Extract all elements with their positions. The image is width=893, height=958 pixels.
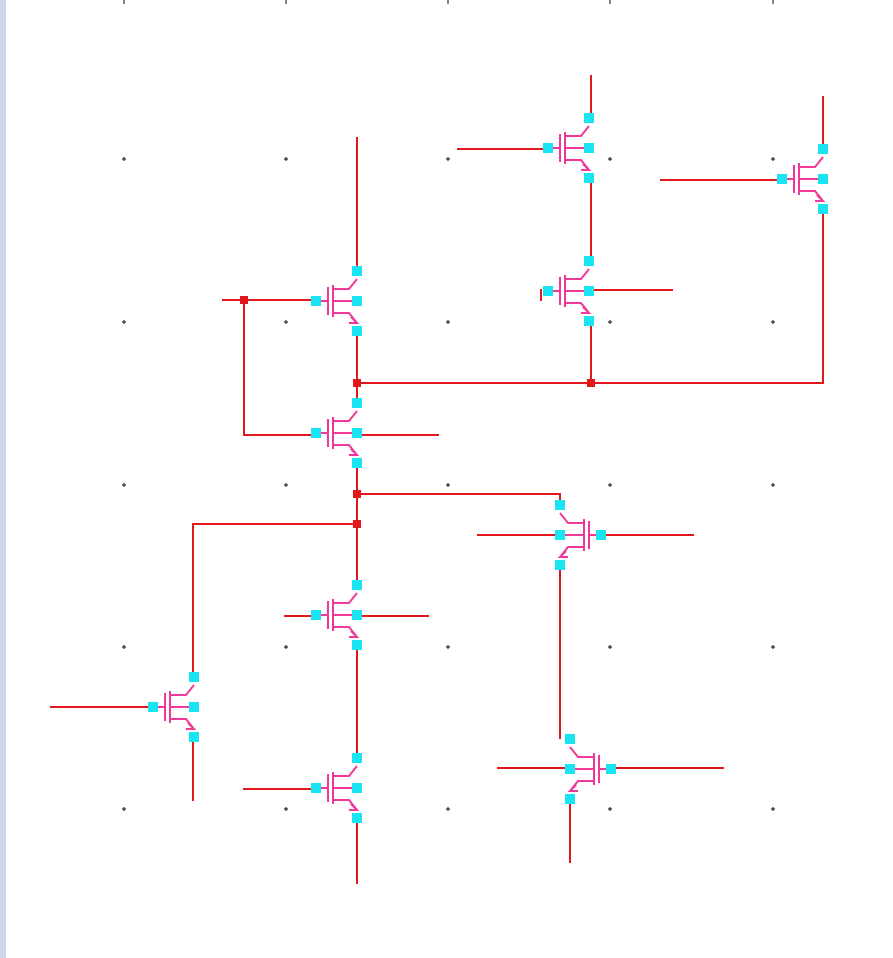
terminal-pin[interactable] xyxy=(777,174,787,184)
grid-dot xyxy=(446,807,450,811)
grid-dot xyxy=(771,483,775,487)
terminal-pin[interactable] xyxy=(818,174,828,184)
grid-dot xyxy=(771,645,775,649)
junction-dot xyxy=(353,520,361,528)
mosfet[interactable] xyxy=(311,398,362,468)
terminal-pin[interactable] xyxy=(148,702,158,712)
mosfet-symbol xyxy=(548,125,592,171)
mosfet[interactable] xyxy=(311,753,362,823)
mosfet[interactable] xyxy=(148,672,199,742)
grid-dots xyxy=(122,0,775,811)
mosfet-symbol xyxy=(548,268,592,314)
junction-dot xyxy=(353,490,361,498)
grid-dot xyxy=(122,483,126,487)
mosfet[interactable] xyxy=(311,266,362,336)
terminal-pin[interactable] xyxy=(596,530,606,540)
mosfet[interactable] xyxy=(311,580,362,650)
terminal-pin[interactable] xyxy=(352,398,362,408)
terminal-pin[interactable] xyxy=(311,610,321,620)
grid-dot xyxy=(771,320,775,324)
grid-dot xyxy=(771,807,775,811)
mosfet[interactable] xyxy=(543,113,594,183)
terminal-pin[interactable] xyxy=(606,764,616,774)
mosfet-symbol xyxy=(316,765,360,811)
mosfet-symbol xyxy=(567,746,611,792)
grid-dot xyxy=(284,320,288,324)
terminal-pin[interactable] xyxy=(584,256,594,266)
grid-dot xyxy=(284,807,288,811)
terminal-pin[interactable] xyxy=(352,326,362,336)
terminal-pin[interactable] xyxy=(555,530,565,540)
mosfet-symbol xyxy=(316,278,360,324)
terminal-pin[interactable] xyxy=(311,783,321,793)
grid-dot xyxy=(284,645,288,649)
mosfet-symbol xyxy=(153,684,197,730)
terminal-pin[interactable] xyxy=(565,764,575,774)
mosfet[interactable] xyxy=(555,500,606,570)
terminal-pin[interactable] xyxy=(555,500,565,510)
terminal-pin[interactable] xyxy=(189,732,199,742)
transistors[interactable] xyxy=(148,113,828,823)
terminal-pin[interactable] xyxy=(352,783,362,793)
terminal-pin[interactable] xyxy=(311,428,321,438)
terminal-pin[interactable] xyxy=(584,143,594,153)
terminal-pin[interactable] xyxy=(818,204,828,214)
grid-dot xyxy=(608,320,612,324)
terminal-pin[interactable] xyxy=(818,144,828,154)
grid-dot xyxy=(608,807,612,811)
junction-dots xyxy=(240,296,595,528)
terminal-pin[interactable] xyxy=(565,794,575,804)
terminal-pin[interactable] xyxy=(352,296,362,306)
junction-dot xyxy=(353,379,361,387)
terminal-pin[interactable] xyxy=(352,610,362,620)
grid-dot xyxy=(122,645,126,649)
grid-dot xyxy=(608,483,612,487)
terminal-pin[interactable] xyxy=(543,143,553,153)
wire-segment[interactable] xyxy=(356,493,561,505)
mosfet-symbol xyxy=(557,512,601,558)
grid-dot xyxy=(608,157,612,161)
terminal-pin[interactable] xyxy=(352,266,362,276)
mosfet[interactable] xyxy=(543,256,594,326)
junction-dot xyxy=(240,296,248,304)
mosfet-symbol xyxy=(316,592,360,638)
terminal-pin[interactable] xyxy=(565,734,575,744)
grid-dot xyxy=(284,157,288,161)
wires[interactable] xyxy=(50,75,824,884)
terminal-pin[interactable] xyxy=(584,173,594,183)
junction-dot xyxy=(587,379,595,387)
canvas-left-edge xyxy=(0,0,6,958)
terminal-pin[interactable] xyxy=(555,560,565,570)
terminal-pin[interactable] xyxy=(311,296,321,306)
terminal-pin[interactable] xyxy=(543,286,553,296)
wire-segment[interactable] xyxy=(243,299,317,436)
grid-dot xyxy=(284,483,288,487)
grid-dot xyxy=(608,645,612,649)
terminal-pin[interactable] xyxy=(352,813,362,823)
grid-dot xyxy=(446,645,450,649)
mosfet[interactable] xyxy=(565,734,616,804)
grid-dot xyxy=(446,157,450,161)
terminal-pin[interactable] xyxy=(584,113,594,123)
terminal-pin[interactable] xyxy=(352,458,362,468)
grid-dot xyxy=(446,320,450,324)
terminal-pin[interactable] xyxy=(352,753,362,763)
terminal-pin[interactable] xyxy=(352,428,362,438)
grid-dot xyxy=(446,483,450,487)
mosfet-symbol xyxy=(782,156,826,202)
grid-dot xyxy=(771,157,775,161)
terminal-pin[interactable] xyxy=(189,672,199,682)
mosfet[interactable] xyxy=(777,144,828,214)
terminal-pin[interactable] xyxy=(189,702,199,712)
terminal-pin[interactable] xyxy=(584,286,594,296)
terminal-pin[interactable] xyxy=(352,640,362,650)
terminal-pin[interactable] xyxy=(584,316,594,326)
grid-dot xyxy=(122,157,126,161)
grid-dot xyxy=(122,320,126,324)
terminal-pin[interactable] xyxy=(352,580,362,590)
grid-dot xyxy=(122,807,126,811)
mosfet-symbol xyxy=(316,410,360,456)
